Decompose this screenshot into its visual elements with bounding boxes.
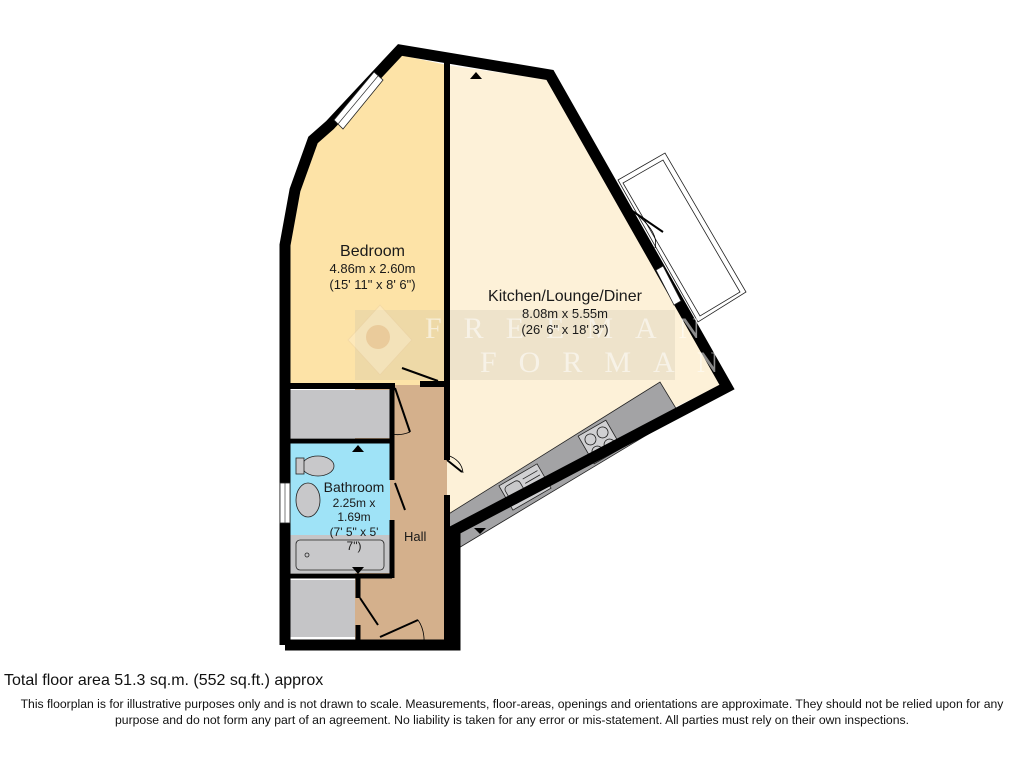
disclaimer-line-2: purpose and do not form any part of an a…: [115, 713, 909, 727]
floorplan-drawing: [279, 44, 747, 651]
room-dimensions-imperial-1: (7' 5" x 5': [329, 524, 379, 539]
lion-diamond-logo-icon: [347, 304, 413, 376]
doors: [359, 367, 464, 646]
room-name: Bedroom: [340, 243, 405, 260]
window-kitchen: [655, 265, 682, 306]
total-floor-area: Total floor area 51.3 sq.m. (552 sq.ft.)…: [4, 672, 324, 689]
room-dimensions-imperial-2: 7"): [346, 538, 362, 553]
cupboard-upper: [290, 390, 390, 438]
room-label-kitchen-lounge-diner: Kitchen/Lounge/Diner 8.08m x 5.55m (26' …: [455, 287, 675, 337]
room-dimensions-imperial: (26' 6" x 18' 3"): [521, 321, 609, 337]
room-dimensions-metric: 8.08m x 5.55m: [522, 306, 608, 322]
brand-watermark-line2: FORMAN: [480, 346, 741, 379]
room-name: Kitchen/Lounge/Diner: [488, 288, 642, 305]
disclaimer: This floorplan is for illustrative purpo…: [0, 696, 1024, 728]
basin-icon: [295, 482, 321, 518]
walls: [279, 44, 735, 651]
cupboard-lower: [290, 580, 355, 637]
room-dimensions-metric-2: 1.69m: [337, 510, 371, 525]
toilet-icon: [295, 455, 335, 477]
room-label-bedroom: Bedroom 4.86m x 2.60m (15' 11" x 8' 6"): [300, 242, 445, 292]
room-label-hall: Hall: [404, 529, 427, 544]
room-dimensions-metric: 4.86m x 2.60m: [329, 261, 416, 277]
room-dimensions-metric-1: 2.25m x: [332, 495, 376, 510]
window-bedroom: [333, 71, 384, 130]
brand-watermark-line1: FREEMAN: [425, 312, 723, 345]
bathtub-icon: [295, 539, 385, 571]
room-label-bathroom: Bathroom 2.25m x 1.69m (7' 5" x 5' 7"): [295, 479, 413, 553]
height-markers: [352, 72, 486, 574]
room-name: Bathroom: [323, 479, 385, 495]
balcony-door: [627, 207, 664, 249]
room-dimensions-imperial: (15' 11" x 8' 6"): [329, 276, 416, 292]
disclaimer-line-1: This floorplan is for illustrative purpo…: [20, 697, 1004, 711]
window-bathroom: [279, 482, 291, 524]
bedroom-area: [290, 55, 447, 385]
balcony: [617, 152, 747, 323]
watermark-band: [355, 310, 675, 380]
